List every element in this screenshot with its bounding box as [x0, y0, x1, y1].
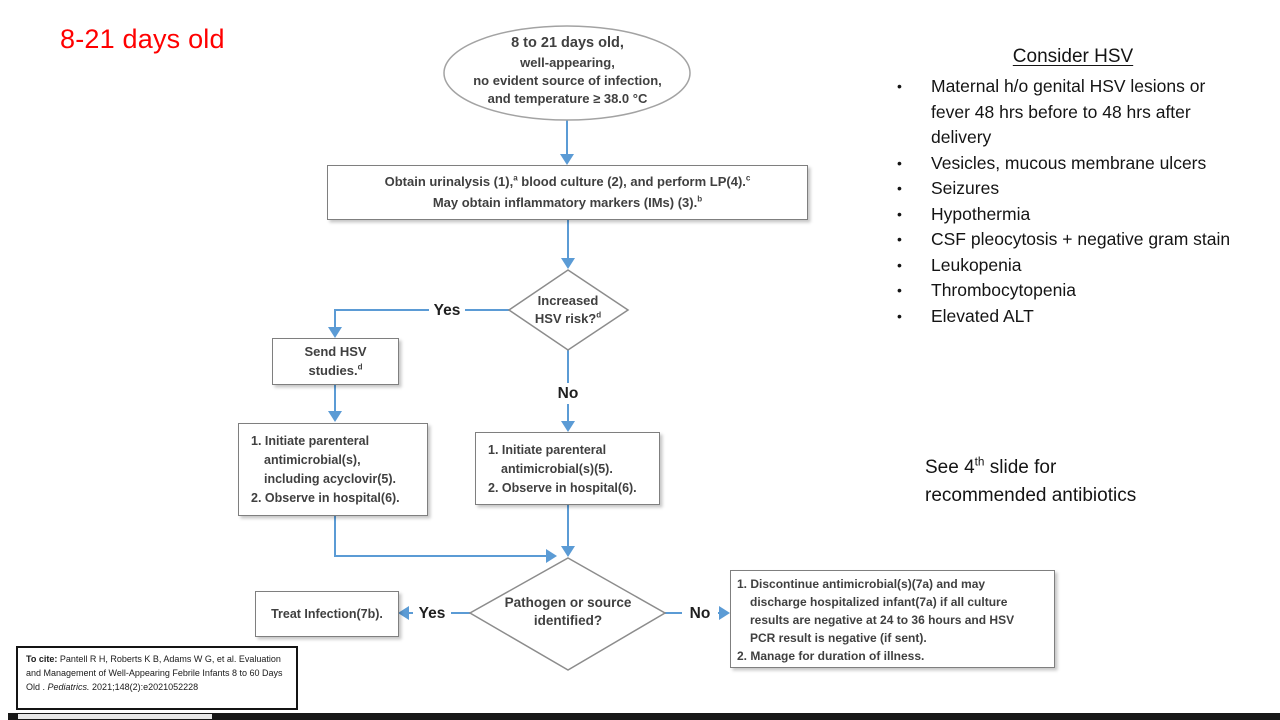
- hsv-yes-label: Yes: [429, 300, 465, 321]
- arrowhead-right-icon: [546, 549, 557, 563]
- line-acyclovir-to-pathogen: [334, 515, 546, 557]
- arrowhead-down-icon: [328, 327, 342, 338]
- arrowhead-down-icon: [561, 546, 575, 557]
- list-item: •Hypothermia: [897, 202, 1237, 228]
- acyclovir-treatment-box: 1. Initiate parenteral antimicrobial(s),…: [238, 423, 428, 516]
- list-item: •CSF pleocytosis + negative gram stain: [897, 227, 1237, 253]
- consider-hsv-list: •Maternal h/o genital HSV lesions or fev…: [897, 74, 1237, 329]
- arrowhead-down-icon: [328, 411, 342, 422]
- list-item: •Vesicles, mucous membrane ulcers: [897, 151, 1237, 177]
- discontinue-box: 1. Discontinue antimicrobial(s)(7a) and …: [730, 570, 1055, 668]
- bullet-icon: •: [897, 78, 902, 94]
- arrowhead-right-icon: [719, 606, 730, 620]
- citation-label: To cite:: [26, 654, 58, 664]
- list-item: •Seizures: [897, 176, 1237, 202]
- arrowheads: [328, 154, 730, 620]
- bottom-bar: [8, 713, 1280, 720]
- journal-name: Pediatrics.: [47, 681, 90, 692]
- see-slide-note: See 4th slide for recommended antibiotic…: [925, 455, 1137, 506]
- bottom-bar-progress: [18, 714, 212, 719]
- bullet-icon: •: [897, 205, 902, 222]
- page-title: 8-21 days old: [60, 24, 225, 54]
- start-oval-text: 8 to 21 days old, well-appearing, no evi…: [445, 33, 690, 109]
- bullet-icon: •: [897, 154, 902, 171]
- obtain-line1: Obtain urinalysis (1),a blood culture (2…: [384, 173, 751, 189]
- list-item: •Thrombocytopenia: [897, 278, 1237, 304]
- hsv-no-label: No: [550, 383, 586, 404]
- consider-hsv-heading: Consider HSV: [1012, 46, 1134, 67]
- arrowhead-down-icon: [561, 258, 575, 269]
- list-item: •Maternal h/o genital HSV lesions or fev…: [897, 74, 1237, 151]
- pathogen-diamond-text: Pathogen or source identified?: [504, 595, 632, 629]
- arrowhead-left-icon: [398, 606, 409, 620]
- hsv-risk-diamond-text: Increased HSV risk?d: [534, 293, 602, 326]
- arrowhead-down-icon: [560, 154, 574, 165]
- oval-line4: and temperature ≥ 38.0 °C: [487, 91, 648, 107]
- line-hsv-yes: [334, 309, 509, 329]
- oval-line1: 8 to 21 days old,: [511, 35, 624, 51]
- obtain-line2: May obtain inflammatory markers (IMs) (3…: [432, 194, 703, 210]
- oval-line3: no evident source of infection,: [473, 73, 662, 89]
- treat-infection-box: Treat Infection(7b).: [255, 591, 399, 637]
- bullet-icon: •: [897, 231, 902, 247]
- list-item: •Leukopenia: [897, 253, 1237, 279]
- send-hsv-studies-box: Send HSV studies.d: [272, 338, 399, 385]
- bullet-icon: •: [897, 282, 902, 298]
- pathogen-no-label: No: [682, 603, 718, 624]
- bullet-icon: •: [897, 180, 902, 196]
- antimicrobial-treatment-box: 1. Initiate parenteral antimicrobial(s)(…: [475, 432, 660, 505]
- obtain-tests-box: Obtain urinalysis (1),a blood culture (2…: [327, 165, 808, 220]
- bullet-icon: •: [897, 307, 902, 324]
- pathogen-yes-label: Yes: [413, 603, 451, 624]
- list-item: •Elevated ALT: [897, 304, 1237, 330]
- arrowhead-down-icon: [561, 421, 575, 432]
- citation-box: To cite: Pantell R H, Roberts K B, Adams…: [16, 646, 298, 710]
- bullet-icon: •: [897, 256, 902, 273]
- oval-line2: well-appearing,: [520, 54, 615, 70]
